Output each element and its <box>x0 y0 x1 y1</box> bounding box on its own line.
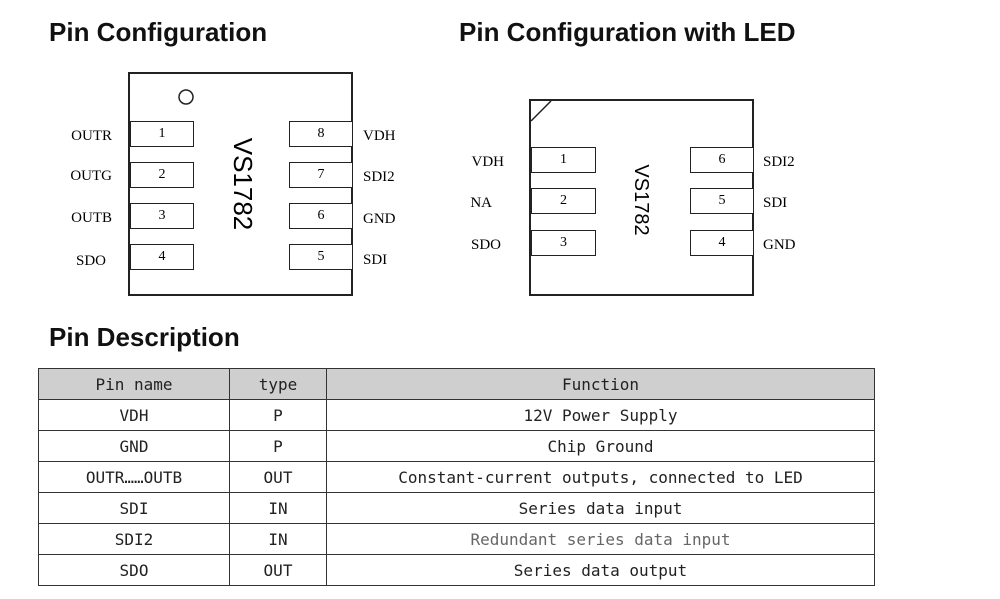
cell-pin-name: SDO <box>38 554 230 586</box>
chip1-pin-4: 4 <box>130 244 194 270</box>
cell-type: P <box>229 430 327 462</box>
cell-type: IN <box>229 523 327 555</box>
table-row: GND P Chip Ground <box>38 430 875 462</box>
header-function: Function <box>326 368 875 400</box>
cell-function: Series data output <box>326 554 875 586</box>
chip-package-8pin: 1 2 3 4 8 7 6 5 VS1782 <box>128 72 353 296</box>
chip1-label-sdi2: SDI2 <box>363 169 395 185</box>
cell-pin-name: GND <box>38 430 230 462</box>
cell-pin-name: VDH <box>38 399 230 431</box>
cell-type: OUT <box>229 554 327 586</box>
chip1-label-sdo: SDO <box>75 253 106 269</box>
cell-function: Chip Ground <box>326 430 875 462</box>
cell-function: 12V Power Supply <box>326 399 875 431</box>
chip2-pin-1: 1 <box>531 147 596 173</box>
cell-pin-name: OUTR……OUTB <box>38 461 230 493</box>
chip1-pin-2: 2 <box>130 162 194 188</box>
chip2-pin-3: 3 <box>531 230 596 256</box>
cell-type: OUT <box>229 461 327 493</box>
table-header-row: Pin name type Function <box>38 368 875 400</box>
heading-pin-configuration: Pin Configuration <box>49 17 268 47</box>
header-type: type <box>229 368 327 400</box>
cell-type: P <box>229 399 327 431</box>
chip2-label-sdo: SDO <box>470 237 501 253</box>
pin-description-table: Pin name type Function VDH P 12V Power S… <box>38 368 875 586</box>
pin1-corner-marker-icon <box>531 101 552 122</box>
chip1-label-outb: OUTB <box>71 210 112 226</box>
chip2-label-sdi2: SDI2 <box>763 154 795 170</box>
cell-pin-name: SDI <box>38 492 230 524</box>
chip2-part-number: VS1782 <box>630 164 652 236</box>
chip1-pin-5: 5 <box>289 244 353 270</box>
chip2-pin-5: 5 <box>690 188 754 214</box>
chip2-pin-2: 2 <box>531 188 596 214</box>
chip2-pin-4: 4 <box>690 230 754 256</box>
chip1-label-outg: OUTG <box>70 168 112 184</box>
chip1-label-outr: OUTR <box>71 128 112 144</box>
table-row: SDI IN Series data input <box>38 492 875 524</box>
chip1-pin-1: 1 <box>130 121 194 147</box>
table-row: OUTR……OUTB OUT Constant-current outputs,… <box>38 461 875 493</box>
chip1-label-vdh: VDH <box>363 128 396 144</box>
pin1-marker-icon <box>178 89 194 105</box>
chip2-label-vdh: VDH <box>471 154 505 170</box>
chip1-label-sdi: SDI <box>363 252 388 268</box>
chip2-label-gnd: GND <box>763 237 796 253</box>
chip1-label-gnd: GND <box>363 211 396 227</box>
chip1-pin-8: 8 <box>289 121 353 147</box>
heading-pin-configuration-led: Pin Configuration with LED <box>459 17 796 47</box>
table-row: SDI2 IN Redundant series data input <box>38 523 875 555</box>
cell-function: Series data input <box>326 492 875 524</box>
header-pin-name: Pin name <box>38 368 230 400</box>
chip1-pin-3: 3 <box>130 203 194 229</box>
chip2-label-na: NA <box>470 195 492 211</box>
heading-pin-description: Pin Description <box>49 322 240 352</box>
chip2-label-sdi: SDI <box>763 195 788 211</box>
chip1-part-number: VS1782 <box>228 137 258 231</box>
chip2-pin-6: 6 <box>690 147 754 173</box>
cell-type: IN <box>229 492 327 524</box>
cell-function: Constant-current outputs, connected to L… <box>326 461 875 493</box>
chip1-pin-7: 7 <box>289 162 353 188</box>
cell-function: Redundant series data input <box>326 523 875 555</box>
cell-pin-name: SDI2 <box>38 523 230 555</box>
table-row: SDO OUT Series data output <box>38 554 875 586</box>
chip-package-6pin-led: 1 2 3 6 5 4 VS1782 <box>529 99 754 296</box>
table-row: VDH P 12V Power Supply <box>38 399 875 431</box>
chip1-pin-6: 6 <box>289 203 353 229</box>
